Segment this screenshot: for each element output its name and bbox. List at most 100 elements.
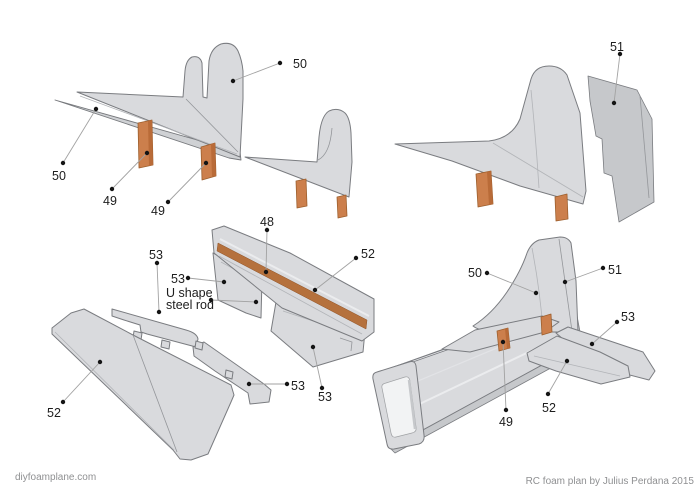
callout-51-tail-assembly-target-dot [562, 279, 568, 285]
callout-49-tail-tab: 49 [499, 339, 513, 429]
callout-52-wing-panel-leader [62, 361, 101, 403]
callout-49-tab-b-dot [165, 199, 171, 205]
callout-52-wing-panel-target-dot [97, 359, 103, 365]
callout-50-fin-left-text: 50 [293, 57, 307, 71]
callout-49-tab-a-dot [109, 186, 115, 192]
callout-53-bar-top: 53 [149, 248, 163, 315]
callout-51-tail-assembly-text: 51 [608, 263, 622, 277]
callout-53-flap-left: 53 [171, 272, 227, 286]
foam-tab-49-a-shade [148, 120, 153, 166]
opening-inner-shade [407, 379, 417, 430]
part-stabilizer-fin-left-group [54, 42, 353, 219]
callout-50-tail-assembly-text: 50 [468, 266, 482, 280]
foam-tab-49-b-shade [211, 143, 216, 177]
callout-53-flap-left-target-dot [221, 279, 227, 285]
callout-u-shape-steel-rod-leader [210, 299, 257, 303]
foam-tab-49-g-shade [505, 328, 510, 349]
callout-53-flap-right-leader [312, 346, 323, 389]
wing-panel-large [51, 308, 235, 461]
fuselage-opening [381, 376, 417, 438]
callout-51-tail-assembly-leader [564, 267, 604, 283]
fin-base-line [185, 98, 239, 153]
callout-51-tail-assembly: 51 [562, 263, 622, 285]
callout-52-center-wing-leader [314, 257, 357, 291]
wing-trailing-line [54, 331, 175, 451]
rudder-hinge-line [558, 238, 573, 332]
callout-48-spar-leader [265, 229, 268, 273]
callout-52-wing-panel-text: 52 [47, 406, 61, 420]
callout-u-shape-steel-rod-text: steel rod [166, 298, 214, 312]
callout-51-rudder-top-leader [613, 53, 621, 104]
foam-tab-49-h [540, 313, 553, 336]
part-tail-assembly-group [372, 236, 656, 454]
callout-52-center-wing-dot [353, 255, 359, 261]
callout-52-center-wing: 52 [312, 247, 375, 293]
stab-bar-top [111, 308, 199, 348]
foam-tab-49-d [336, 194, 348, 219]
slab-lower-line [218, 255, 363, 335]
callout-53-flap-right-text: 53 [318, 390, 332, 404]
callout-50-fin-left-target-dot [230, 78, 236, 84]
callout-48-spar: 48 [260, 215, 274, 275]
callout-49-tab-b-leader [167, 162, 207, 203]
rudder-bevel-line [639, 95, 650, 199]
part-wing-panels-group [51, 308, 272, 461]
callout-49-tab-a-target-dot [144, 150, 150, 156]
part-tailplane-rudder-group [394, 65, 655, 223]
callout-50-tail-assembly-dot [484, 270, 490, 276]
callout-50-tail-assembly-leader [486, 272, 537, 294]
callout-51-rudder-top: 51 [610, 40, 624, 106]
callout-50-tail-assembly-target-dot [533, 290, 539, 296]
callout-50-fin-left: 50 [230, 57, 307, 84]
tail-fin-assembled [472, 236, 579, 334]
callout-53-flap-right: 53 [310, 344, 332, 404]
callout-50-tail-assembly: 50 [468, 266, 539, 296]
fin-fairing-line [317, 127, 333, 161]
callout-53-flap-left-dot [185, 275, 191, 281]
callout-50-stab-left-dot [60, 160, 66, 166]
callout-53-bar-right-target-dot [246, 381, 252, 387]
tail-stab-line [533, 355, 621, 377]
fin-panel-line [530, 89, 540, 189]
callout-53-flap-left-leader [187, 277, 225, 283]
callout-51-rudder-top-text: 51 [610, 40, 624, 54]
callout-49-tail-tab-target-dot [500, 339, 506, 345]
callout-u-shape-steel-rod-target-dot [253, 299, 259, 305]
callout-49-tab-a-leader [111, 152, 148, 190]
callout-49-tab-a: 49 [103, 150, 150, 208]
foam-tab-49-c [295, 178, 308, 209]
callout-50-fin-left-leader [232, 62, 281, 82]
callout-52-tail-stab-leader [547, 360, 568, 395]
callout-53-bar-top-dot [154, 260, 160, 266]
stab-bar-right-nub-1 [194, 340, 204, 351]
callout-52-wing-panel-dot [60, 399, 66, 405]
callout-u-shape-steel-rod-text: U shape [166, 286, 213, 300]
callout-49-tab-b: 49 [151, 160, 209, 218]
callout-48-spar-target-dot [263, 269, 269, 275]
callout-53-flap-left-text: 53 [171, 272, 185, 286]
callout-53-tail-flap-text: 53 [621, 310, 635, 324]
foam-tab-49-f [554, 193, 569, 222]
callout-52-center-wing-target-dot [312, 287, 318, 293]
callout-51-rudder-top-dot [617, 51, 623, 57]
stabilizer-fin-right [244, 108, 353, 198]
tailplane-with-fin [394, 65, 587, 205]
spar-strip-48 [216, 242, 368, 330]
callout-52-tail-stab-dot [545, 391, 551, 397]
callout-53-tail-flap: 53 [589, 310, 635, 347]
callout-49-tail-tab-text: 49 [499, 415, 513, 429]
stabilizer-fin-left [76, 42, 244, 158]
callout-53-bar-right: 53 [246, 379, 305, 393]
callout-53-bar-top-text: 53 [149, 248, 163, 262]
rudder-piece [587, 75, 655, 223]
callout-53-tail-flap-dot [614, 319, 620, 325]
slab-highlight [219, 238, 370, 317]
footer-credit: RC foam plan by Julius Perdana 2015 [526, 476, 695, 487]
callout-49-tail-tab-leader [502, 341, 507, 411]
callout-49-tab-b-text: 49 [151, 204, 165, 218]
stab-bar-top-nub-2 [160, 339, 171, 350]
callout-50-stab-left: 50 [52, 106, 99, 183]
